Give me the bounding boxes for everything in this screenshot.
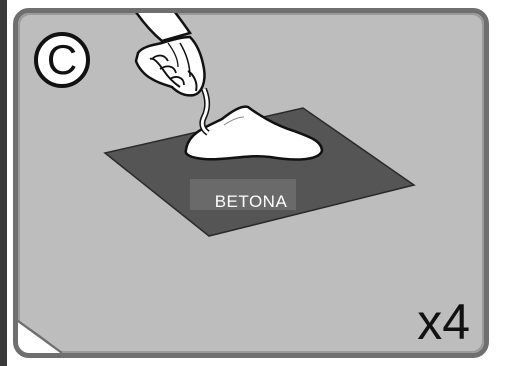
step-badge: C [34, 32, 90, 88]
step-letter: C [47, 39, 77, 81]
hand-with-trowel-icon [130, 13, 208, 133]
instruction-panel: C BETONA x4 [13, 8, 489, 358]
quantity-label: x4 [417, 297, 470, 347]
sheet-label: BETONA [197, 187, 305, 217]
corner-fold-icon [18, 313, 62, 353]
previous-panel-border [0, 0, 7, 366]
previous-panel-edge [0, 0, 12, 366]
